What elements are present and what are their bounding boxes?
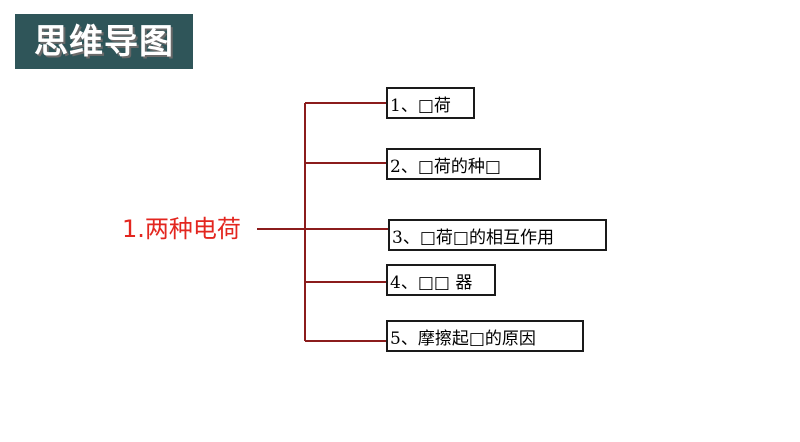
subtopic-box-3: 3、□荷□的相互作用: [388, 219, 607, 251]
subtopic-label-2: 2、□荷的种□: [390, 157, 501, 177]
subtopic-box-1: 1、□荷: [386, 87, 475, 119]
subtopic-box-4: 4、□□ 器: [386, 264, 496, 296]
subtopic-label-3: 3、□荷□的相互作用: [392, 228, 554, 248]
title-badge: 思维导图: [15, 14, 193, 69]
subtopic-label-1: 1、□荷: [390, 96, 451, 116]
root-topic: 1.两种电荷: [122, 215, 241, 243]
subtopic-label-5: 5、摩擦起□的原因: [390, 329, 536, 349]
subtopic-box-2: 2、□荷的种□: [386, 148, 541, 180]
subtopic-label-4: 4、□□ 器: [390, 273, 473, 293]
subtopic-box-5: 5、摩擦起□的原因: [386, 320, 584, 352]
page-title: 思维导图: [34, 21, 174, 62]
